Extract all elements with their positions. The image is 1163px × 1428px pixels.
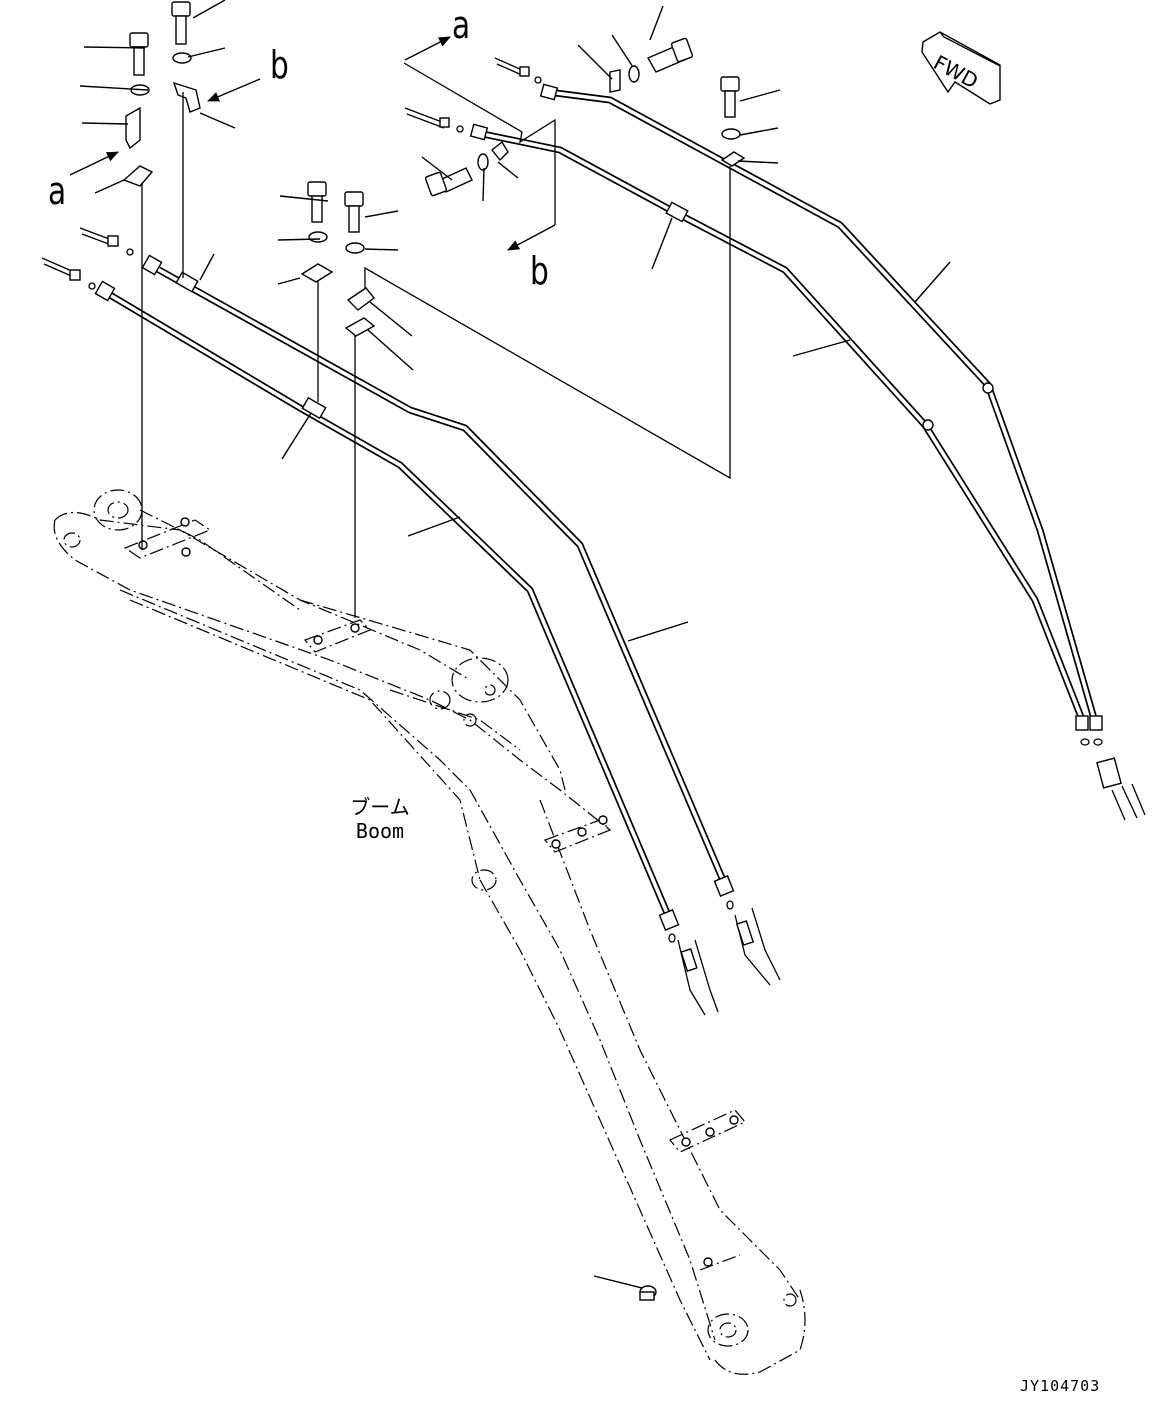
label-b-top: b (270, 43, 289, 87)
pipe-end-fittings-left (94, 254, 735, 931)
label-a-left: a (48, 169, 67, 213)
label-a-top: a (452, 3, 471, 47)
drawing-code: JY104703 (1020, 1377, 1101, 1395)
right-pipe-1 (474, 129, 1087, 726)
detail-pointer-arrow-icon (69, 36, 556, 251)
boom-caption-jp: ブーム (350, 795, 410, 819)
boom-caption: ブーム Boom (340, 795, 420, 843)
boom-seat-bolts (138, 517, 739, 1267)
pipe-end-fittings-right (469, 83, 1103, 731)
cap-part (639, 1285, 657, 1301)
hose-stubs-lower (668, 900, 781, 1016)
fittings-upper-left (41, 57, 542, 290)
hose-stubs-right (1080, 738, 1146, 821)
boom-outline (53, 489, 806, 1375)
label-b-mid: b (530, 249, 549, 293)
leader-lines (79, 0, 951, 1291)
right-pipe-2 (544, 88, 1099, 726)
left-pipe-2 (148, 262, 729, 889)
fwd-arrow-icon (921, 31, 1001, 105)
left-pipe-1 (101, 288, 674, 924)
assembly-guide-lines (141, 62, 731, 618)
boom-caption-en: Boom (355, 819, 405, 843)
